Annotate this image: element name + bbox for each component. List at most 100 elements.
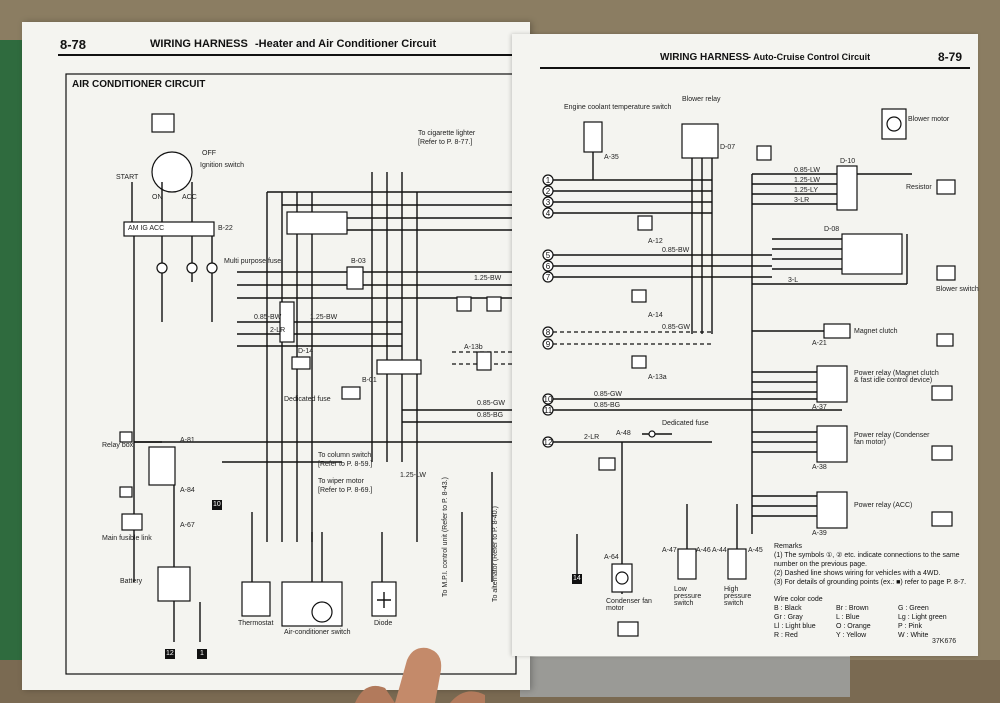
color-code-row: Ll : Light blue O : Orange P : Pink: [774, 622, 974, 631]
label-wire-125-ly: 1.25-LY: [794, 187, 818, 194]
connection-number-12: 12: [544, 438, 553, 447]
label-terminals: AM IG ACC: [128, 225, 165, 232]
section-title: AIR CONDITIONER CIRCUIT: [72, 79, 206, 90]
label-code: 37K676: [932, 638, 957, 645]
label-blower-relay: Blower relay: [682, 96, 721, 103]
label-wiper-motor: To wiper motor: [318, 478, 364, 485]
connection-number-8: 8: [546, 328, 551, 337]
left-page-number: 8-78: [60, 37, 87, 52]
label-relay-box: Relay box: [102, 442, 134, 449]
label-blower-motor: Blower motor: [908, 116, 950, 123]
wire-color-code: Wire color code B : Black Br : Brown G : G…: [774, 595, 974, 640]
right-page-number: 8-79: [938, 50, 963, 64]
label-magnet-clutch: Magnet clutch: [854, 328, 898, 335]
connection-number-4: 4: [546, 209, 551, 218]
left-wiring-diagram: [65, 73, 517, 675]
label-power-relay-acc: Power relay (ACC): [854, 502, 913, 509]
label-wire-2-lr: 2-LR: [270, 327, 286, 334]
label-a37: A-37: [812, 404, 827, 411]
metal-ruler: [520, 655, 850, 697]
label-battery: Battery: [120, 578, 143, 585]
label-wire-085-bg: 0.85-BG: [477, 412, 504, 419]
connection-number-6: 6: [546, 262, 551, 271]
label-wire-125-lw: 1.25-LW: [794, 177, 820, 184]
label-a81: A-81: [180, 437, 195, 444]
color-code-entry: P : Pink: [898, 623, 922, 630]
label-a35: A-35: [604, 154, 619, 161]
label-column-switch: To column switch: [318, 452, 372, 459]
label-a44: A-44: [712, 547, 727, 554]
label-wire-085-gw: 0.85-GW: [477, 400, 506, 407]
label-to-mpi: To M.P.I. control unit (Refer to P. 8-43…: [442, 477, 449, 597]
label-a84: A-84: [180, 487, 195, 494]
remark-1: (1) The symbols ①, ② etc. indicate conne…: [774, 552, 960, 568]
left-header-rule: [58, 54, 518, 56]
color-code-entry: Ll : Light blue: [774, 623, 816, 630]
remarks-block: Remarks (1) The symbols ①, ② etc. indica…: [774, 542, 970, 587]
label-wire-085-bg: 0.85-BG: [594, 402, 621, 409]
label-a45: A-45: [748, 547, 763, 554]
label-coolant-switch: Engine coolant temperature switch: [564, 104, 672, 111]
label-d07: D-07: [720, 144, 736, 151]
remarks-heading: Remarks: [774, 543, 803, 550]
ground-1: 1: [200, 650, 204, 657]
connection-number-7: 7: [546, 273, 551, 282]
right-header-rule: [540, 67, 970, 69]
label-high-pressure: High pressure switch: [724, 586, 752, 607]
label-main-fusible: Main fusible link: [102, 535, 152, 542]
label-b01: B-01: [362, 377, 377, 384]
label-a13a: A-13a: [648, 374, 667, 381]
label-a48: A-48: [616, 430, 631, 437]
label-wire-125-bw: 1.25-BW: [310, 314, 338, 321]
label-a46: A-46: [696, 547, 711, 554]
right-page-title: WIRING HARNESS: [660, 52, 749, 63]
ground-10: 10: [213, 501, 221, 508]
label-wire-3-lr: 3-LR: [794, 197, 810, 204]
color-code-entry: Gr : Gray: [774, 614, 803, 621]
label-ac-switch: Air-conditioner switch: [284, 629, 351, 636]
color-code-entry: O : Orange: [836, 623, 871, 630]
label-condenser-fan: Condenser fan motor: [606, 598, 652, 612]
label-a39: A-39: [812, 530, 827, 537]
label-dedicated-fuse: Dedicated fuse: [284, 396, 331, 403]
label-a64: A-64: [604, 554, 619, 561]
right-page: WIRING HARNESS - Auto-Cruise Control Cir…: [512, 34, 979, 656]
label-d08: D-08: [824, 226, 840, 233]
label-ignition-switch: Ignition switch: [200, 162, 244, 169]
label-start: START: [116, 174, 139, 181]
color-code-entry: B : Black: [774, 605, 802, 612]
ignition-switch-symbol: [151, 151, 193, 193]
label-wire-125-bw-r: 1.25-BW: [474, 275, 502, 282]
label-dedicated-fuse-r: Dedicated fuse: [662, 420, 709, 427]
remark-2: (2) Dashed line shows wiring for vehicle…: [774, 570, 941, 577]
label-on: ON: [152, 194, 163, 201]
color-code-entry: Br : Brown: [836, 605, 869, 612]
label-a14: A-14: [648, 312, 663, 319]
ground-14: 14: [573, 575, 581, 582]
label-acc: ACC: [182, 194, 197, 201]
label-off: OFF: [202, 150, 216, 157]
label-a21: A-21: [812, 340, 827, 347]
connection-number-5: 5: [546, 251, 551, 260]
label-wire-085-bw: 0.85-BW: [254, 314, 282, 321]
color-code-entry: Y : Yellow: [836, 632, 867, 639]
label-a13b: A-13b: [464, 344, 483, 351]
label-wiper-ref: [Refer to P. 8-69.]: [318, 487, 373, 494]
color-code-entry: L : Blue: [836, 614, 860, 621]
left-page-title: WIRING HARNESS: [150, 38, 248, 50]
label-wire-2-lr: 2-LR: [584, 434, 600, 441]
color-code-entry: Lg : Light green: [898, 614, 947, 621]
color-code-entry: G : Green: [898, 605, 929, 612]
label-power-relay-mc: Power relay (Magnet clutch & fast idle c…: [854, 370, 939, 384]
label-wire-085-bw-a12: 0.85-BW: [662, 247, 690, 254]
label-a38: A-38: [812, 464, 827, 471]
right-page-subtitle: - Auto-Cruise Control Circuit: [748, 52, 871, 62]
connection-number-2: 2: [546, 187, 551, 196]
label-power-relay-cf: Power relay (Condenser fan motor): [854, 432, 930, 446]
color-code-entry: R : Red: [774, 632, 798, 639]
label-wire-125-lw: 1.25-LW: [400, 472, 426, 479]
color-code-heading: Wire color code: [774, 596, 823, 603]
left-page-subtitle: -Heater and Air Conditioner Circuit: [255, 38, 437, 50]
